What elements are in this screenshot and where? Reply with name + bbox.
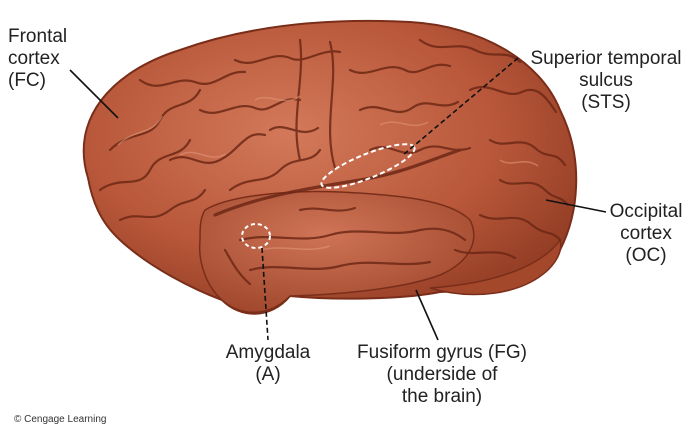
sts-label-line-3: (STS)	[581, 92, 631, 113]
amygdala-label-line-2: (A)	[255, 364, 281, 385]
fusiform-gyrus-label-line-1: Fusiform gyrus (FG)	[357, 342, 527, 363]
frontal-cortex-label-line-3: (FC)	[8, 70, 46, 91]
occipital-cortex-label-line-1: Occipital	[609, 201, 683, 222]
frontal-cortex-label-line-2: cortex	[8, 48, 60, 69]
fusiform-gyrus-label: Fusiform gyrus (FG) (underside of the br…	[342, 342, 542, 408]
copyright-notice: © Cengage Learning	[14, 414, 107, 425]
sts-label-line-1: Superior temporal	[530, 48, 682, 69]
fusiform-gyrus-label-line-3: the brain)	[401, 386, 483, 407]
occipital-cortex-label-line-3: (OC)	[625, 245, 667, 266]
occipital-leader-line	[545, 199, 607, 213]
sts-region-outline	[320, 143, 416, 189]
fusiform-leader-line	[415, 289, 439, 341]
amygdala-label-line-1: Amygdala	[225, 342, 311, 363]
cerebellum-shape	[429, 238, 562, 296]
frontal-leader-line	[69, 69, 119, 119]
amygdala-region-outline	[241, 223, 271, 249]
frontal-cortex-label-line-1: Frontal	[8, 26, 68, 47]
frontal-cortex-label: Frontal cortex (FC)	[8, 26, 67, 92]
occipital-cortex-label-line-2: cortex	[620, 223, 672, 244]
amygdala-label: Amygdala (A)	[212, 342, 324, 386]
temporal-lobe-shape	[198, 190, 475, 313]
leader-lines	[69, 57, 607, 341]
sts-label-line-2: sulcus	[579, 70, 633, 91]
sts-leader-line	[402, 57, 519, 156]
amygdala-leader-line	[261, 247, 269, 341]
gyri-highlights	[117, 95, 539, 251]
occipital-cortex-label: Occipital cortex (OC)	[594, 201, 698, 267]
fusiform-gyrus-label-line-2: (underside of	[386, 364, 498, 385]
sts-label: Superior temporal sulcus (STS)	[512, 48, 700, 114]
